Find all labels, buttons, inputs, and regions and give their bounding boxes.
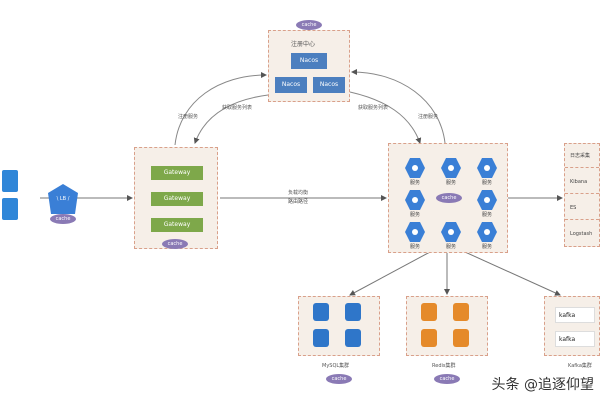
service-node-7: 服务 xyxy=(439,222,463,252)
gateway-node-3: Gateway xyxy=(151,218,203,232)
mysql-db-icon xyxy=(313,303,329,321)
mysql-cluster-label: MySQL集群 xyxy=(322,363,350,369)
service-icon xyxy=(477,158,497,178)
edge-label-left-bottom: 注册服务 xyxy=(178,114,199,120)
service-icon xyxy=(477,222,497,242)
services-cache-badge: cache xyxy=(436,193,462,203)
service-node-6: 服务 xyxy=(403,222,427,252)
kafka-node-1: kafka xyxy=(555,307,595,323)
redis-cluster-box xyxy=(406,296,488,356)
mysql-cluster-box xyxy=(298,296,380,356)
nacos-node-3: Nacos xyxy=(313,77,345,93)
nacos-node-2: Nacos xyxy=(275,77,307,93)
service-icon xyxy=(477,190,497,210)
kafka-cluster-label: Kafka集群 xyxy=(568,363,592,369)
gateway-node-2: Gateway xyxy=(151,192,203,206)
edge-label-route: 路由路径 xyxy=(288,199,309,205)
edge-label-left-top: 获取服务列表 xyxy=(222,105,253,111)
gateway-cache-badge: cache xyxy=(162,239,188,249)
client-devices xyxy=(0,170,22,226)
redis-cluster-label: Redis集群 xyxy=(432,363,456,369)
logstash-label: Logstash xyxy=(570,231,593,237)
service-node-8: 服务 xyxy=(475,222,499,252)
redis-db-icon xyxy=(421,329,437,347)
kafka-cluster-box: kafka kafka xyxy=(544,296,600,356)
kibana-label: Kibana xyxy=(565,170,599,194)
phone-icon xyxy=(2,170,18,192)
edge-label-right-top: 获取服务列表 xyxy=(358,105,389,111)
gateway-box: Gateway Gateway Gateway xyxy=(134,147,218,249)
nacos-node-1: Nacos xyxy=(291,53,327,69)
service-icon xyxy=(441,158,461,178)
service-node-3: 服务 xyxy=(475,158,499,188)
service-node-4: 服务 xyxy=(403,190,427,220)
service-icon xyxy=(405,190,425,210)
redis-db-icon xyxy=(453,303,469,321)
redis-db-icon xyxy=(453,329,469,347)
es-label: ES xyxy=(565,196,599,220)
mysql-cache-badge: cache xyxy=(326,374,352,384)
service-node-2: 服务 xyxy=(439,158,463,188)
tablet-icon xyxy=(2,198,18,220)
redis-db-icon xyxy=(421,303,437,321)
redis-cache-badge: cache xyxy=(434,374,460,384)
service-node-5: 服务 xyxy=(475,190,499,220)
mysql-db-icon xyxy=(345,303,361,321)
mysql-db-icon xyxy=(345,329,361,347)
registry-box: 注册中心 Nacos Nacos Nacos xyxy=(268,30,350,102)
logging-box: 日志采集 Kibana ES Logstash xyxy=(564,143,600,247)
registry-title: 注册中心 xyxy=(291,41,316,48)
log-collect-label: 日志采集 xyxy=(565,144,599,168)
service-icon xyxy=(405,222,425,242)
kafka-node-2: kafka xyxy=(555,331,595,347)
edge-label-lb: 负载均衡 xyxy=(288,190,309,196)
registry-cache-badge: cache xyxy=(296,20,322,30)
service-icon xyxy=(441,222,461,242)
gateway-node-1: Gateway xyxy=(151,166,203,180)
watermark: 头条 @追逐仰望 xyxy=(491,377,594,393)
service-icon xyxy=(405,158,425,178)
client-cache-badge: cache xyxy=(50,214,76,224)
mysql-db-icon xyxy=(313,329,329,347)
edge-label-right-bottom: 注册服务 xyxy=(418,114,439,120)
service-node-1: 服务 xyxy=(403,158,427,188)
